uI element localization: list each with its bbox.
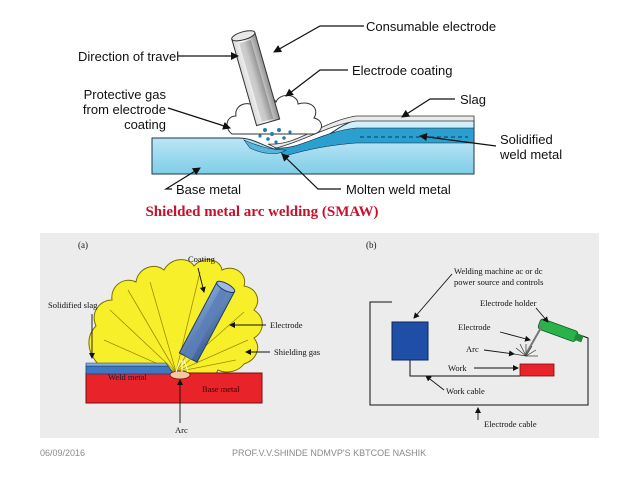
work-cable [409, 360, 520, 377]
label-work-cable-b: Work cable [446, 386, 485, 396]
arc-b [513, 343, 538, 357]
label-machine-1: Welding machine ac or dc [454, 266, 543, 276]
label-solidified-2: weld metal [499, 147, 562, 162]
label-machine-2: power source and controls [454, 277, 543, 287]
molten-crater-a [169, 370, 191, 380]
metal-spray [258, 128, 292, 144]
slag-layer [267, 115, 475, 149]
label-weld-metal-a: Weld metal [108, 372, 147, 382]
panel-a-tag: (a) [78, 240, 88, 250]
caption: Shielded metal arc welding (SMAW) [145, 204, 378, 220]
label-protective-gas-3: coating [124, 117, 166, 132]
label-slag: Slag [460, 92, 486, 107]
electrode-a [178, 280, 236, 363]
footer-credit: PROF.V.V.SHINDE NDMVP'S KBTCOE NASHIK [232, 448, 427, 458]
top-leaders [163, 25, 497, 190]
label-electrode-a: Electrode [270, 320, 303, 330]
arc-a [175, 359, 189, 373]
electrode-b [525, 325, 543, 355]
work-piece [519, 363, 555, 377]
electrode-holder [537, 318, 584, 343]
consumable-electrode [231, 30, 281, 127]
top-diagram: Consumable electrode Direction of travel… [78, 19, 562, 220]
label-electrode-b: Electrode [458, 322, 491, 332]
panel-a-leaders [89, 267, 270, 423]
panel-a: (a) [48, 240, 320, 435]
label-solidified-1: Solidified [500, 132, 553, 147]
label-consumable-electrode: Consumable electrode [366, 19, 496, 34]
panel-b-tag: (b) [366, 240, 377, 250]
label-molten-weld-metal: Molten weld metal [346, 182, 451, 197]
cable-loop [369, 301, 589, 406]
label-base-metal: Base metal [176, 182, 241, 197]
label-electrode-coating: Electrode coating [352, 63, 452, 78]
label-arc-a: Arc [175, 425, 188, 435]
label-work-b: Work [448, 363, 467, 373]
label-electrode-holder-b: Electrode holder [480, 298, 537, 308]
label-electrode-cable-b: Electrode cable [484, 419, 537, 429]
label-arc-b: Arc [466, 344, 479, 354]
label-solidified-slag-a: Solidified slag [48, 300, 98, 310]
label-protective-gas-1: Protective gas [84, 87, 167, 102]
panel-b-leaders [413, 273, 549, 420]
panel-b: (b) [366, 240, 589, 429]
solidified-slag-a [85, 362, 169, 367]
label-coating-a: Coating [188, 254, 216, 264]
label-shielding-gas-a: Shielding gas [274, 347, 320, 357]
label-direction-of-travel: Direction of travel [78, 49, 179, 64]
molten-pool [243, 139, 287, 154]
footer-date: 06/09/2016 [40, 448, 86, 458]
label-base-metal-a: Base metal [202, 384, 240, 394]
label-protective-gas-2: from electrode [83, 102, 166, 117]
power-source-box [391, 321, 429, 361]
